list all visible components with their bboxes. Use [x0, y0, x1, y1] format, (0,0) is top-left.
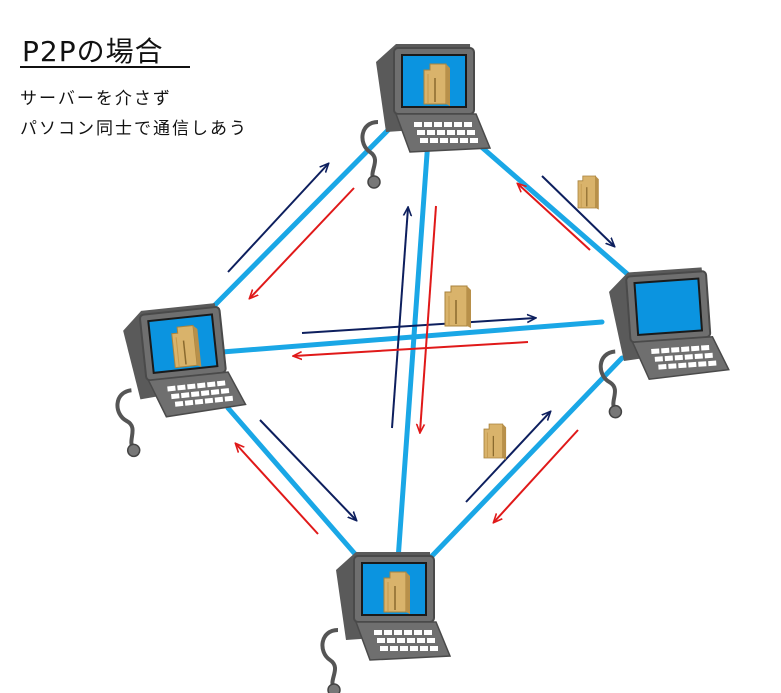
folder-icon — [577, 175, 600, 211]
link-top-left — [207, 115, 403, 313]
arrow-return-top-left — [250, 187, 355, 298]
page-title: P2Pの場合 — [22, 35, 164, 68]
arrow-send-bottom-right — [465, 412, 550, 503]
computer-right — [592, 263, 734, 421]
description-line-2: パソコン同士で通信しあう — [20, 119, 248, 139]
computer-bottom — [320, 550, 452, 693]
folder-icon — [483, 423, 507, 461]
arrow-send-top-right — [541, 175, 614, 246]
folder-icon — [444, 285, 472, 329]
arrow-return-bottom-left — [236, 444, 319, 535]
arrow-return-right-top — [518, 184, 591, 251]
folder-icon — [423, 63, 451, 107]
arrow-send-left-right — [301, 318, 535, 334]
link-top-right — [459, 127, 643, 288]
folder-icon — [383, 571, 411, 615]
return-arrows — [236, 184, 591, 535]
send-arrows — [227, 164, 614, 520]
arrow-send-left-bottom — [259, 419, 356, 520]
link-bottom-right — [429, 355, 625, 559]
arrow-return-right-bottom — [494, 429, 579, 522]
title-underline — [20, 66, 190, 68]
link-left-right — [219, 319, 605, 355]
description-line-1: サーバーを介さず — [20, 89, 172, 109]
computer-left — [105, 298, 252, 460]
arrow-send-bottom-top — [391, 208, 408, 429]
arrow-send-left-top — [227, 164, 328, 273]
link-lines — [207, 115, 643, 565]
arrow-return-top-bottom — [420, 205, 437, 432]
arrow-return-right-left — [294, 341, 529, 356]
link-top-bottom — [395, 137, 431, 563]
link-left-bottom — [225, 405, 365, 565]
